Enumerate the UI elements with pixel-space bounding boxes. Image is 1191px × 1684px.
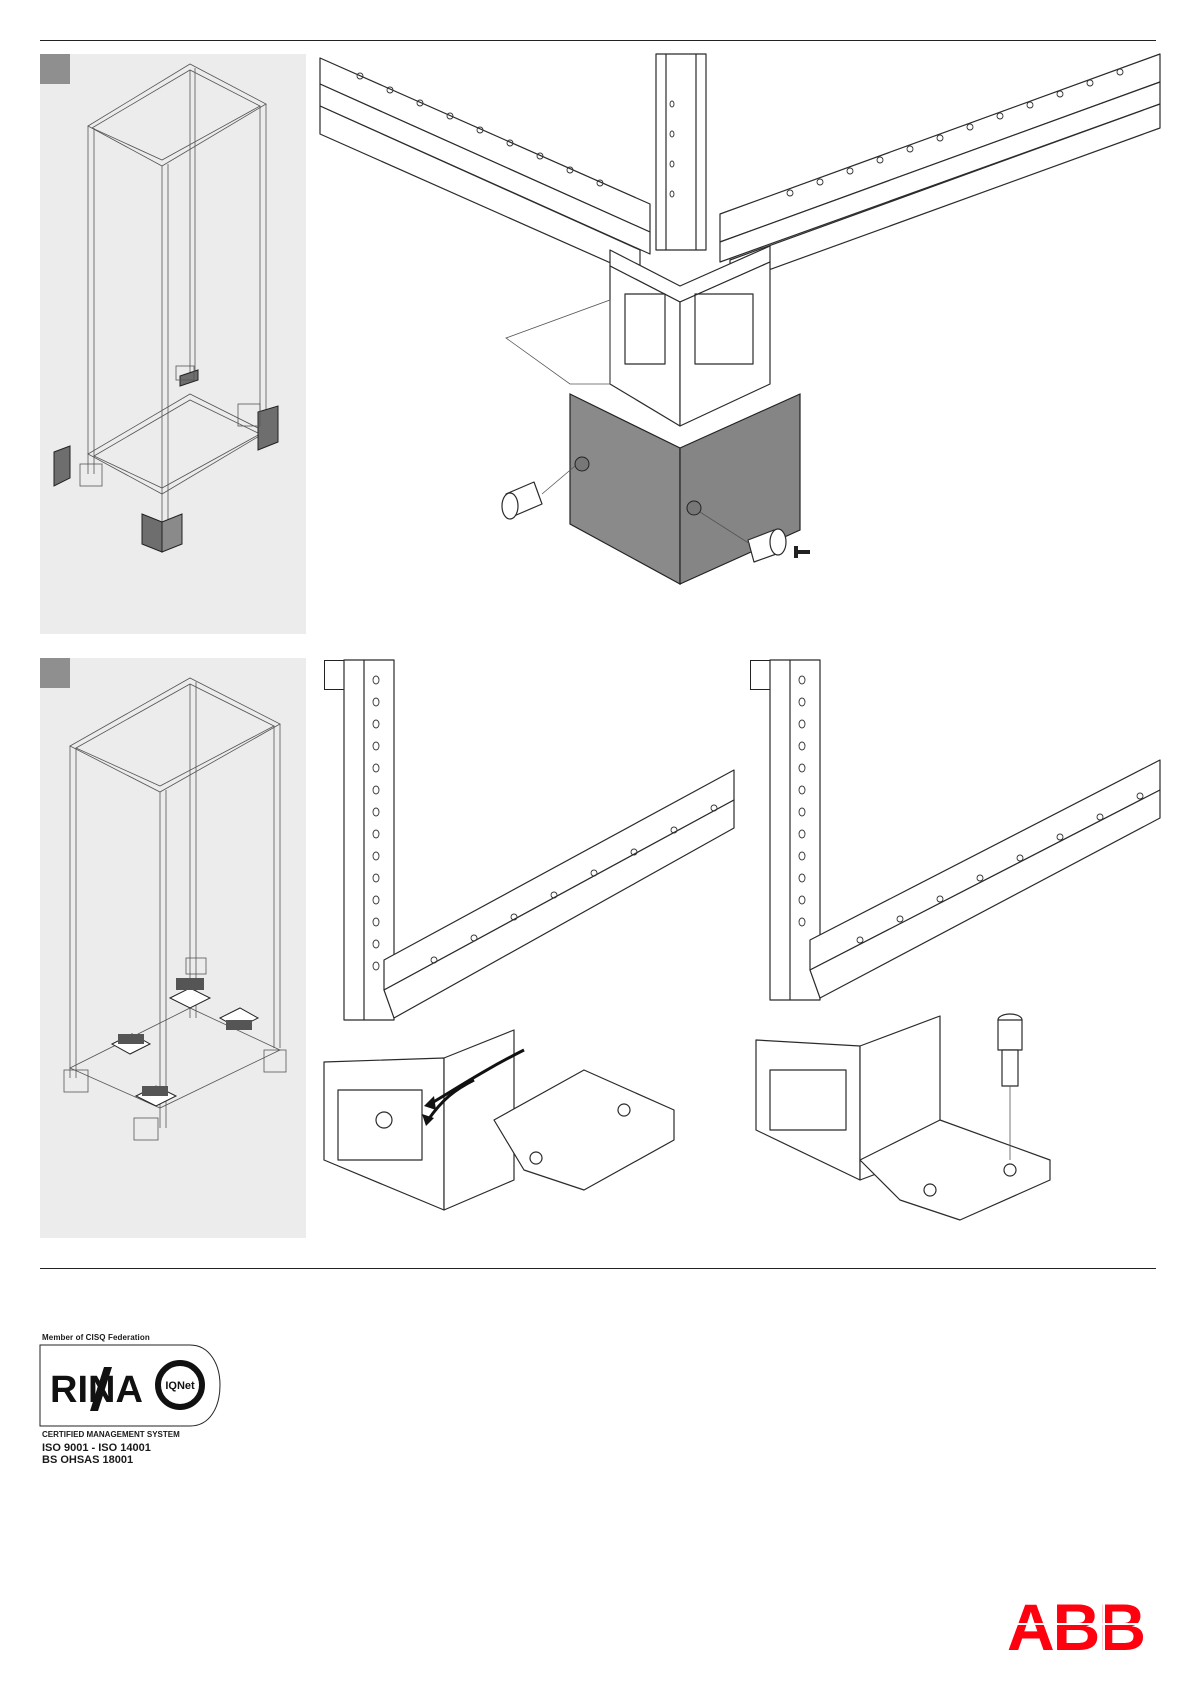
screw-left-icon	[502, 466, 575, 519]
certified-system-text: CERTIFIED MANAGEMENT SYSTEM	[42, 1430, 180, 1439]
step-1-frame-illustration	[40, 54, 306, 634]
step-2b-detail-illustration	[750, 660, 1160, 1240]
step-2-frame-illustration	[40, 658, 306, 1238]
standards-line-2: BS OHSAS 18001	[42, 1454, 151, 1466]
step-1-detail-illustration	[320, 54, 1160, 634]
cisq-member-text: Member of CISQ Federation	[42, 1333, 150, 1342]
bottom-rule	[40, 1268, 1156, 1269]
allen-bolt-icon	[998, 1014, 1022, 1160]
top-rule	[40, 40, 1156, 41]
step-2a-detail-illustration	[324, 660, 734, 1240]
iqnet-text: IQNet	[165, 1380, 195, 1392]
rina-certification-logo: RINA IQNet	[40, 1345, 220, 1426]
abb-logo-text: ABB	[1007, 1590, 1144, 1664]
standards-line-1: ISO 9001 - ISO 14001	[42, 1442, 151, 1454]
torx-screw-icon	[794, 546, 810, 558]
abb-logo: ABB	[1007, 1596, 1157, 1652]
certification-standards: ISO 9001 - ISO 14001 BS OHSAS 18001	[42, 1442, 151, 1466]
